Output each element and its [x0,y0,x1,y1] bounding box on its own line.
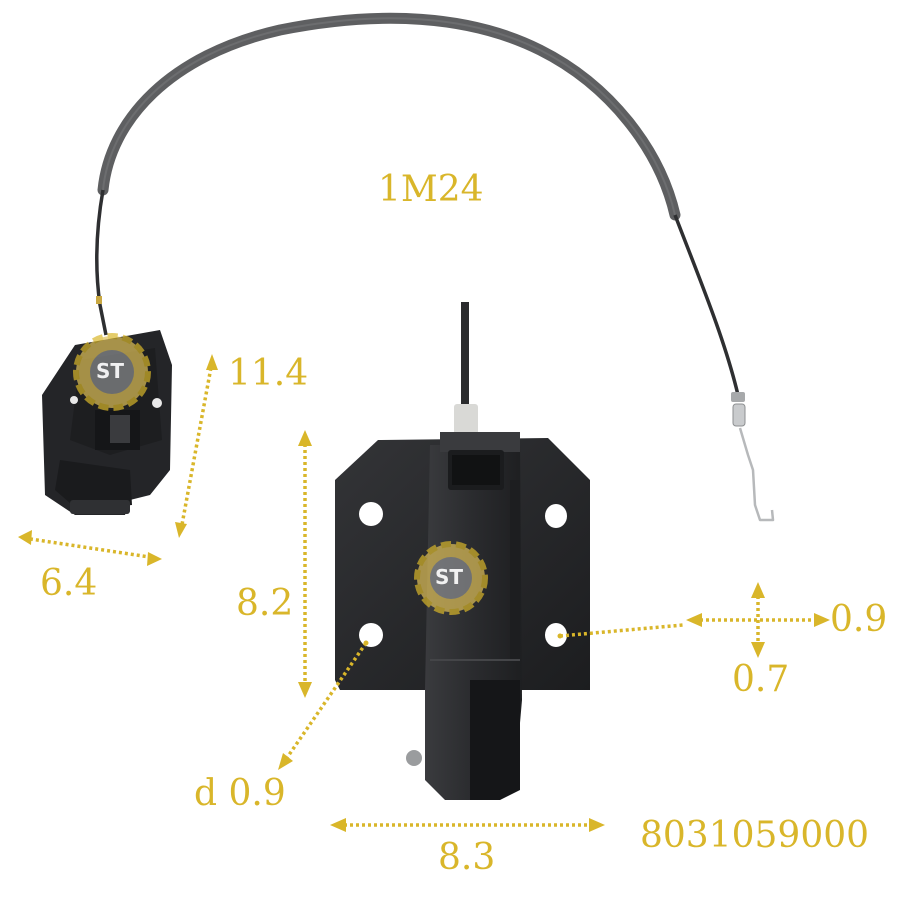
watermark-text: ST [435,565,464,589]
dimension-width-main: 8.3 [438,837,496,878]
dimension-width-small: 6.4 [40,563,98,604]
dimension-arrows [23,361,822,827]
dimension-slot-width: 0.9 [830,599,888,640]
arrow-heads [18,354,830,832]
cable [95,12,775,522]
model-code-label: 1M24 [378,169,484,210]
watermark-text: ST [96,359,125,383]
dimension-height-main: 8.2 [236,583,294,624]
part-number-label: 8031059000 [640,815,870,856]
watermark-logo [73,333,488,615]
dimension-height-small: 11.4 [228,353,309,394]
dimension-slot-height: 0.7 [732,659,790,700]
dimension-hole-diameter: d 0.9 [194,773,286,814]
